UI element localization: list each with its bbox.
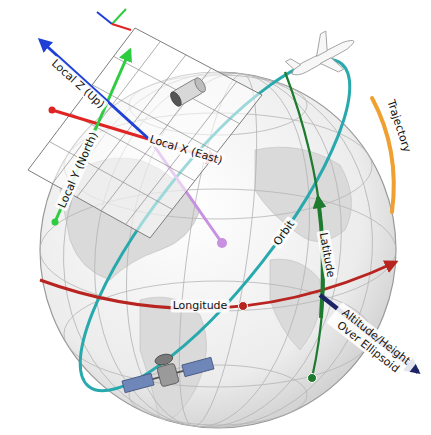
latitude-dot [308, 374, 317, 383]
label-anchor: Local Z (Up) [47, 55, 108, 112]
body-axes-icon [97, 9, 131, 30]
axis-origin-dot [52, 219, 59, 226]
satellite-icon [118, 343, 215, 397]
axis-label: Latitude [316, 230, 338, 281]
axis-label: Trajectory [384, 96, 415, 156]
globe-center-dot [217, 238, 227, 248]
longitude-dot [239, 302, 248, 311]
label-anchor: Local X (East) [146, 132, 226, 168]
label-anchor: Trajectory [384, 96, 415, 156]
axis-label: Orbit [270, 216, 299, 249]
label-anchor: Orbit [270, 216, 299, 249]
axis-label: Local Z (Up) [47, 55, 108, 112]
label-anchor: Altitude/Height Over Ellipsoid [326, 302, 418, 382]
axis-label: Longitude [171, 299, 230, 312]
sensor-icon [168, 76, 207, 108]
label-anchor: Longitude [171, 299, 230, 312]
label-anchor: Local Y (North) [55, 128, 102, 212]
airplane-icon [282, 22, 364, 92]
axis-origin-dot [49, 107, 56, 114]
local-tangent-plane [28, 28, 262, 238]
axis-label: Local X (East) [146, 132, 226, 168]
axis-label: Altitude/Height Over Ellipsoid [326, 302, 418, 382]
label-anchor: Latitude [316, 230, 338, 281]
axis-label: Local Y (North) [55, 128, 102, 212]
local-z-axis [40, 40, 150, 140]
